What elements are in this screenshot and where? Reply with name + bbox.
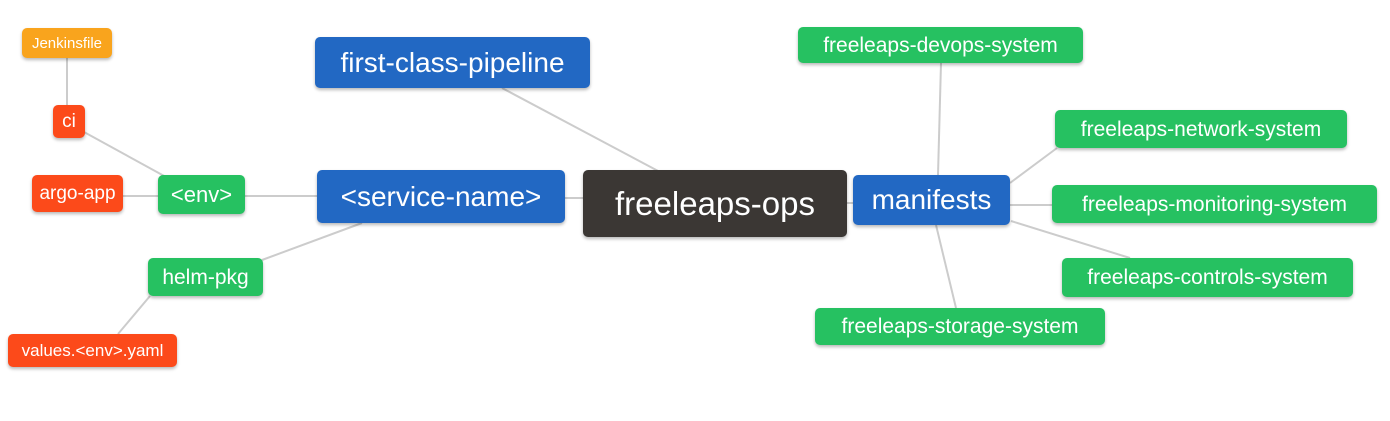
node-jenkinsfile[interactable]: Jenkinsfile <box>22 28 112 58</box>
edge-helmpkg-values <box>117 295 151 335</box>
node-freeleaps-network-system[interactable]: freeleaps-network-system <box>1055 110 1347 148</box>
edge-manifests-controls <box>1010 220 1131 259</box>
edge-manifests-devops <box>937 62 942 176</box>
node-freeleaps-devops-system[interactable]: freeleaps-devops-system <box>798 27 1083 63</box>
edge-pipeline-ops <box>501 87 661 173</box>
node-argo-app[interactable]: argo-app <box>32 175 123 212</box>
node-values-env-yaml[interactable]: values.<env>.yaml <box>8 334 177 367</box>
edge-ci-env <box>83 131 167 178</box>
node-freeleaps-storage-system[interactable]: freeleaps-storage-system <box>815 308 1105 345</box>
node-ci[interactable]: ci <box>53 105 85 138</box>
edge-servicename-helmpkg <box>261 222 363 261</box>
node-freeleaps-controls-system[interactable]: freeleaps-controls-system <box>1062 258 1353 297</box>
node-env[interactable]: <env> <box>158 175 245 214</box>
node-freeleaps-ops[interactable]: freeleaps-ops <box>583 170 847 237</box>
edge-manifests-network <box>1009 147 1058 184</box>
node-helm-pkg[interactable]: helm-pkg <box>148 258 263 296</box>
node-service-name[interactable]: <service-name> <box>317 170 565 223</box>
edge-manifests-storage <box>935 224 957 309</box>
node-freeleaps-monitoring-system[interactable]: freeleaps-monitoring-system <box>1052 185 1377 223</box>
node-manifests[interactable]: manifests <box>853 175 1010 225</box>
node-first-class-pipeline[interactable]: first-class-pipeline <box>315 37 590 88</box>
